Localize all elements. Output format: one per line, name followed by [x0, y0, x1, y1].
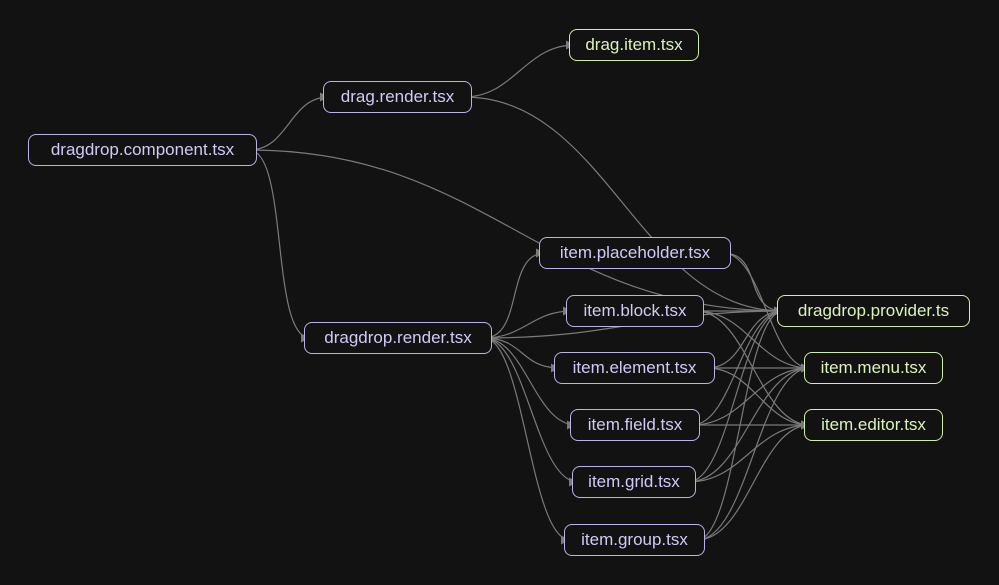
edge-drag_render-to-drag_item — [463, 40, 576, 98]
edge-item_field-to-item_menu — [691, 363, 811, 426]
node-dragdrop-provider[interactable]: dragdrop.provider.ts — [777, 295, 970, 327]
node-item-element[interactable]: item.element.tsx — [554, 352, 715, 384]
edge-item_element-to-dragdrop_provider — [706, 306, 784, 369]
edge-item_grid-to-dragdrop_provider — [687, 306, 784, 483]
edge-dragdrop_render-to-item_grid — [483, 337, 579, 487]
edge-item_placeholder-to-dragdrop_provider — [722, 252, 784, 316]
node-item-menu[interactable]: item.menu.tsx — [804, 352, 943, 384]
edge-item_group-to-item_editor — [696, 420, 811, 541]
edge-item_element-to-item_editor — [706, 367, 811, 430]
edge-item_grid-to-item_menu — [687, 363, 811, 483]
edge-dragdrop_component-to-drag_render — [248, 92, 330, 151]
edge-dragdrop_component-to-dragdrop_provider — [248, 149, 784, 316]
node-item-placeholder[interactable]: item.placeholder.tsx — [539, 237, 731, 269]
edge-drag_render-to-dragdrop_provider — [463, 96, 784, 316]
node-item-field[interactable]: item.field.tsx — [570, 409, 700, 441]
edge-dragdrop_render-to-item_placeholder — [483, 248, 546, 339]
edge-item_group-to-dragdrop_provider — [696, 306, 784, 541]
node-item-editor[interactable]: item.editor.tsx — [804, 409, 943, 441]
node-drag-render[interactable]: drag.render.tsx — [323, 81, 472, 113]
edge-dragdrop_render-to-item_field — [483, 337, 577, 430]
edge-item_group-to-item_menu — [696, 363, 811, 541]
edge-item_field-to-dragdrop_provider — [691, 306, 784, 426]
edge-dragdrop_render-to-item_group — [483, 337, 571, 545]
node-drag-item[interactable]: drag.item.tsx — [569, 29, 699, 61]
edge-dragdrop_component-to-dragdrop_render — [248, 149, 311, 343]
edge-item_block-to-item_menu — [695, 310, 811, 373]
node-item-group[interactable]: item.group.tsx — [564, 524, 705, 556]
node-dragdrop-component[interactable]: dragdrop.component.tsx — [28, 134, 257, 166]
node-dragdrop-render[interactable]: dragdrop.render.tsx — [304, 322, 492, 354]
edge-dragdrop_render-to-item_block — [483, 306, 573, 339]
node-item-block[interactable]: item.block.tsx — [566, 295, 704, 327]
node-item-grid[interactable]: item.grid.tsx — [572, 466, 696, 498]
edge-dragdrop_render-to-item_element — [483, 337, 561, 373]
edge-item_grid-to-item_editor — [687, 420, 811, 483]
